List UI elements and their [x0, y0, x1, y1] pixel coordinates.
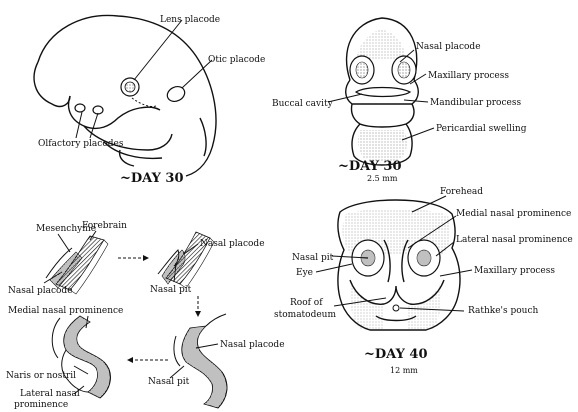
day-40-caption: ~DAY 40 [364, 347, 428, 362]
nasal-placode-label-stage2: Nasal placode [200, 239, 265, 249]
lateral-nasal-prominence-label-stage4-line2: prominence [14, 400, 68, 410]
mandibular-process-label: Mandibular process [430, 98, 521, 108]
sequence-arrows [118, 255, 201, 363]
lateral-nasal-prominence-label-day40: Lateral nasal prominence [456, 235, 573, 245]
nasal-stage-3 [173, 313, 228, 409]
roof-of-stomatodeum-label-line1: Roof of [290, 298, 323, 308]
eye-label: Eye [296, 268, 313, 278]
day-30-lateral-caption: ~DAY 30 [120, 171, 184, 186]
nasal-pit-label-stage3: Nasal pit [148, 377, 190, 387]
embryo-frontal-day30 [345, 17, 419, 166]
roof-of-stomatodeum-label-line2: stomatodeum [274, 310, 336, 320]
forebrain-label: Forebrain [82, 221, 127, 231]
bottom-left-label-lines [43, 230, 219, 395]
otic-placode-label: Otic placode [208, 55, 265, 65]
top-left-label-lines [75, 19, 213, 139]
embryo-lateral-head [33, 14, 217, 177]
mesenchyme-label: Mesenchyme [36, 224, 96, 234]
lens-placode-label: Lens placode [160, 15, 220, 25]
embryo-frontal-day40 [337, 199, 461, 331]
bottom-right-label-lines [315, 195, 473, 312]
rathkes-pouch-label: Rathke's pouch [468, 306, 539, 316]
nasal-stage-4 [51, 315, 111, 399]
maxillary-process-label-day40: Maxillary process [474, 266, 555, 276]
lateral-nasal-prominence-label-stage4-line1: Lateral nasal [20, 389, 80, 399]
nasal-pit-label-day40: Nasal pit [292, 253, 334, 263]
nasal-placode-label-stage3: Nasal placode [220, 340, 285, 350]
pericardial-swelling-label: Pericardial swelling [436, 124, 527, 134]
medial-nasal-prominence-label-day40: Medial nasal prominence [456, 209, 571, 219]
nasal-pit-label-stage2: Nasal pit [150, 285, 192, 295]
maxillary-process-label: Maxillary process [428, 71, 509, 81]
nasal-stage-1 [45, 235, 109, 295]
top-right-label-lines [327, 49, 435, 141]
naris-or-nostril-label: Naris or nostril [6, 371, 76, 381]
buccal-cavity-label: Buccal cavity [272, 99, 334, 109]
size-2-5mm-caption: 2.5 mm [367, 174, 398, 183]
nasal-placode-label: Nasal placode [416, 42, 481, 52]
olfactory-placodes-label: Olfactory placodes [38, 139, 124, 149]
nasal-stage-2 [157, 231, 215, 289]
size-12mm-caption: 12 mm [390, 366, 418, 375]
nasal-placode-label-stage1: Nasal placode [8, 286, 73, 296]
day-30-frontal-caption: ~DAY 30 [338, 159, 402, 174]
forehead-label: Forehead [440, 187, 483, 197]
medial-nasal-prominence-label-stage4: Medial nasal prominence [8, 306, 123, 316]
